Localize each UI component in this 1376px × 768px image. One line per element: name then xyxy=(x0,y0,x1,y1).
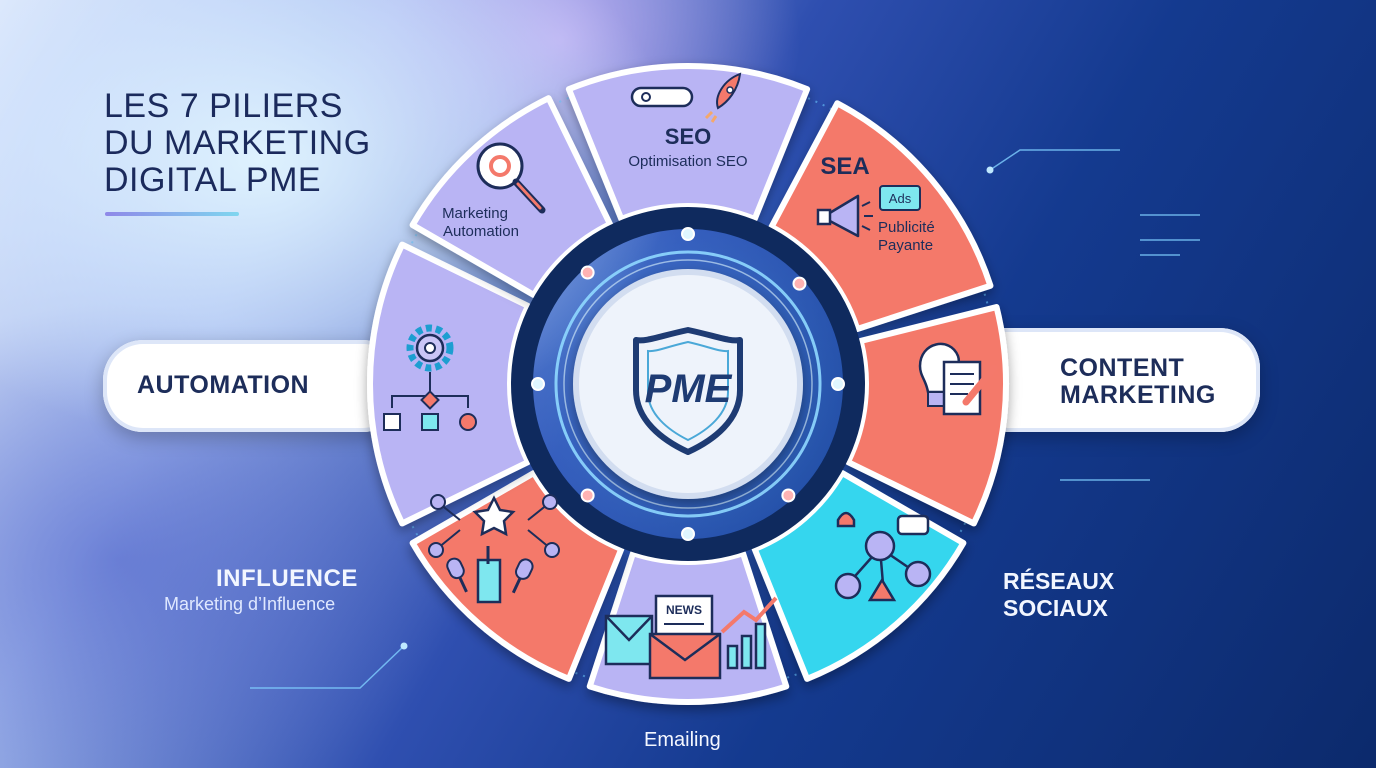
growth-chart-icon xyxy=(720,596,778,670)
magnifier-gear-icon xyxy=(476,142,546,214)
social-network-icon xyxy=(834,511,932,602)
automation-label: AUTOMATION xyxy=(137,371,310,399)
emailing-label: Emailing xyxy=(644,729,721,751)
page-title: LES 7 PILIERS DU MARKETING DIGITAL PME xyxy=(104,87,371,199)
ads-badge xyxy=(879,185,921,211)
content-marketing-label: CONTENT MARKETING xyxy=(1060,354,1216,409)
sea-subtitle-1: Publicité xyxy=(878,219,935,236)
automation-segment xyxy=(367,241,532,527)
connector-node xyxy=(831,377,845,391)
title-underline xyxy=(105,212,239,216)
connector-node xyxy=(681,227,695,241)
marketing-automation-line2: Automation xyxy=(443,223,519,240)
sea-segment xyxy=(768,100,994,332)
sea-title: SEA xyxy=(820,153,869,180)
sea-subtitle-2: Payante xyxy=(878,237,933,254)
seo-subtitle: Optimisation SEO xyxy=(628,153,747,170)
connector-nodes xyxy=(531,227,845,541)
rocket-icon xyxy=(704,72,742,123)
newsletter-icon: NEWS xyxy=(604,594,722,680)
reseaux-sociaux-label: RÉSEAUX SOCIAUX xyxy=(1003,568,1115,621)
shield-logo-icon: PME xyxy=(633,327,743,455)
influence-subtitle: Marketing d’Influence xyxy=(164,594,336,614)
seo-title: SEO xyxy=(665,124,711,149)
connector-node xyxy=(580,488,595,503)
network-star-icon xyxy=(428,494,560,558)
gear-icon xyxy=(406,324,454,372)
connector-node xyxy=(792,276,807,291)
microphone-icon xyxy=(446,546,534,604)
decorative-lines xyxy=(250,149,1200,689)
lightbulb-document-icon xyxy=(918,342,998,416)
influence-title: INFLUENCE xyxy=(216,565,358,592)
content-marketing-pill: CONTENT MARKETING xyxy=(960,328,1260,432)
marketing-automation-line1: Marketing xyxy=(442,205,508,222)
connector-node xyxy=(781,488,796,503)
sea-badge: Ads xyxy=(889,191,912,206)
connector-node xyxy=(531,377,545,391)
megaphone-icon xyxy=(816,194,873,238)
seo-segment xyxy=(565,63,811,222)
center-logo-text: PME xyxy=(645,367,733,411)
connector-node xyxy=(681,527,695,541)
connector-node xyxy=(580,265,595,280)
seo-search-bar-icon xyxy=(630,86,694,108)
flowchart-icon xyxy=(383,372,477,431)
automation-pill: AUTOMATION xyxy=(103,340,403,432)
news-text: NEWS xyxy=(666,603,702,617)
marketing-automation-segment xyxy=(409,95,613,298)
